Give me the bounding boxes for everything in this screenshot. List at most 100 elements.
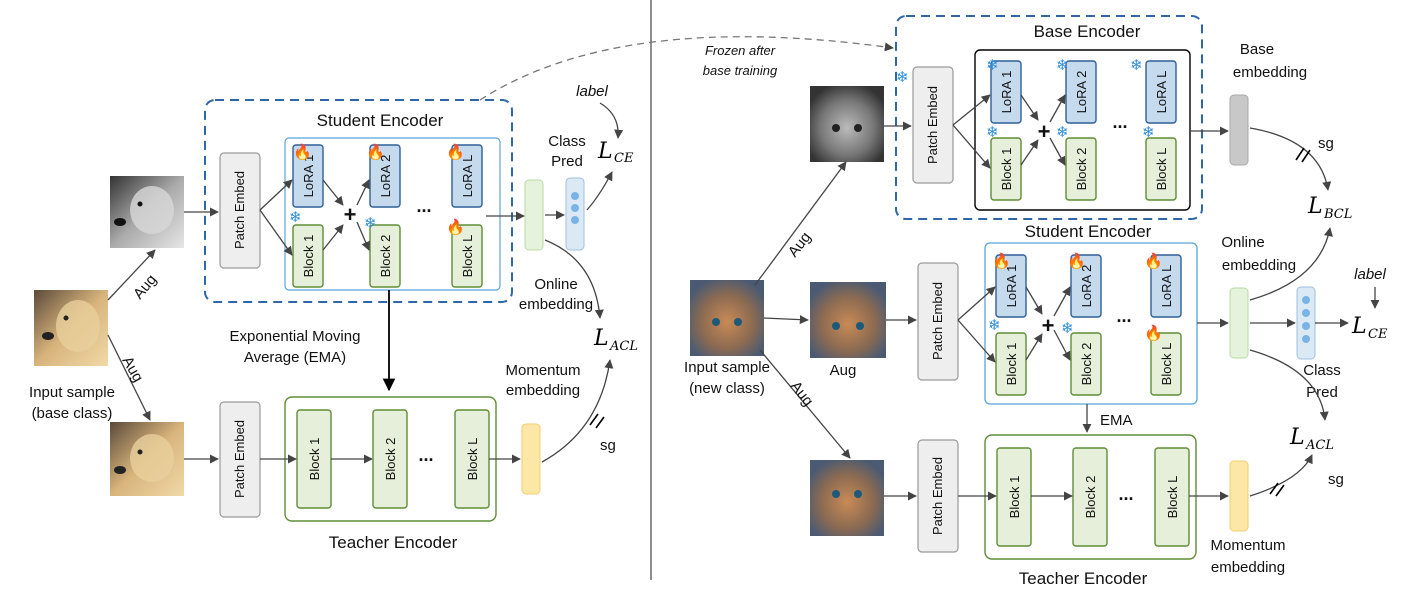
arrow xyxy=(1249,227,1333,301)
right-student-patch-embed xyxy=(917,262,959,381)
arrow xyxy=(322,224,344,251)
arrow xyxy=(952,94,991,126)
left-student-block-l xyxy=(451,224,483,288)
frozen-snowflake-icon: ❄ xyxy=(1056,58,1069,74)
arrow xyxy=(586,171,613,211)
arrow xyxy=(541,359,614,463)
left-student-lora-2 xyxy=(369,144,401,208)
left-student-lora-2-label: LoRA 2 xyxy=(378,155,393,198)
stop-grad-mark xyxy=(1301,149,1311,163)
right-student-block-l-label: Block L xyxy=(1159,343,1174,386)
pred-dot xyxy=(571,192,579,200)
right-student-plus: + xyxy=(1042,313,1055,338)
trainable-flame-icon: 🔥 xyxy=(293,143,312,161)
arrow xyxy=(759,349,851,459)
right-momentum-embedding-label: Momentum xyxy=(1210,537,1285,554)
base-encoder-dashed-box xyxy=(895,15,1203,220)
frozen-snowflake-icon: ❄ xyxy=(988,318,1001,334)
left-teacher-ellipsis: ... xyxy=(418,445,433,465)
left-online-embedding-label: Online xyxy=(534,276,577,293)
base-embedding-label-2: embedding xyxy=(1233,64,1307,81)
stop-grad-mark xyxy=(1295,147,1305,161)
left-student-ellipsis: ... xyxy=(416,196,431,216)
aug-cat-color-image xyxy=(810,282,886,358)
base-patch-embed-label: Patch Embed xyxy=(925,86,940,164)
base-lora-1-label: LoRA 1 xyxy=(999,71,1014,114)
loss-bcl-sub: BCL xyxy=(1323,207,1352,222)
arrow xyxy=(1025,333,1043,361)
base-block-1 xyxy=(990,137,1022,201)
frozen-snowflake-icon: ❄ xyxy=(1130,58,1143,74)
right-loss-ce: L xyxy=(1351,314,1367,339)
arrow xyxy=(763,315,809,325)
base-lora-1 xyxy=(990,60,1022,124)
base-lora-l xyxy=(1145,60,1177,124)
left-teacher-encoder-title: Teacher Encoder xyxy=(329,533,458,552)
left-student-encoder-title: Student Encoder xyxy=(317,111,444,130)
pred-dot xyxy=(571,216,579,224)
left-sg-label: sg xyxy=(600,437,616,454)
frozen-transfer-arrow xyxy=(479,36,894,101)
arrow xyxy=(1049,137,1066,166)
right-teacher-block-2-label: Block 2 xyxy=(1083,476,1098,519)
aug-label-down: Aug xyxy=(119,354,147,386)
right-aug-label-up: Aug xyxy=(785,229,815,261)
frozen-snowflake-icon: ❄ xyxy=(289,210,302,226)
trainable-flame-icon: 🔥 xyxy=(1144,324,1163,342)
arrow xyxy=(322,179,344,206)
base-lora-2 xyxy=(1065,60,1097,124)
left-teacher-block-l-label: Block L xyxy=(465,438,480,481)
base-ellipsis: ... xyxy=(1112,112,1127,132)
arrow xyxy=(259,209,293,256)
right-teacher-patch-embed-label: Patch Embed xyxy=(930,457,945,535)
arrow xyxy=(356,179,370,206)
arrow xyxy=(952,124,991,169)
base-lora-2-label: LoRA 2 xyxy=(1074,71,1089,114)
left-input-sample-label: Input sample xyxy=(29,384,115,401)
trainable-flame-icon: 🔥 xyxy=(446,218,465,236)
left-loss-acl: L xyxy=(593,326,609,351)
base-block-2-label: Block 2 xyxy=(1074,148,1089,191)
base-lora-l-label: LoRA L xyxy=(1154,71,1169,114)
pred-dot xyxy=(1302,335,1310,343)
right-student-block-1-label: Block 1 xyxy=(1004,343,1019,386)
trainable-flame-icon: 🔥 xyxy=(992,252,1011,270)
arrow xyxy=(356,221,370,251)
right-label-text: label xyxy=(1354,266,1386,283)
right-loss-ce-sub: CE xyxy=(1368,327,1388,342)
trainable-flame-icon: 🔥 xyxy=(1067,252,1086,270)
base-encoder-title: Base Encoder xyxy=(1034,22,1141,41)
right-class-pred-label: Class xyxy=(1303,362,1341,379)
base-embedding-bar xyxy=(1229,94,1249,166)
pred-dot xyxy=(1302,309,1310,317)
left-student-block-l-label: Block L xyxy=(460,235,475,278)
left-student-block-1 xyxy=(292,224,324,288)
pred-dot xyxy=(1302,322,1310,330)
arrow xyxy=(1249,349,1329,421)
right-loss-acl-sub: ACL xyxy=(1305,438,1334,453)
right-teacher-block-l xyxy=(1154,447,1190,547)
right-student-block-l xyxy=(1150,332,1182,396)
left-student-plus: + xyxy=(344,202,357,227)
pred-dot xyxy=(571,204,579,212)
right-student-lora-l-label: LoRA L xyxy=(1159,265,1174,308)
left-ema-label: Exponential Moving xyxy=(230,328,361,345)
arrow xyxy=(957,286,996,321)
arrow xyxy=(1049,94,1066,123)
right-online-embedding-bar xyxy=(1229,287,1249,359)
left-student-encoder-box xyxy=(204,99,513,303)
right-student-block-2 xyxy=(1070,332,1102,396)
left-momentum-embedding-label-2: embedding xyxy=(506,382,580,399)
left-online-embedding-label-2: embedding xyxy=(519,296,593,313)
arrow xyxy=(1020,139,1039,166)
frozen-snowflake-icon: ❄ xyxy=(1056,125,1069,141)
base-block-2 xyxy=(1065,137,1097,201)
right-teacher-encoder-box xyxy=(984,434,1197,560)
right-student-block-1 xyxy=(995,332,1027,396)
stop-grad-mark xyxy=(1269,482,1279,495)
left-student-lora-l-label: LoRA L xyxy=(460,155,475,198)
right-student-block-2-label: Block 2 xyxy=(1079,343,1094,386)
arrow xyxy=(1249,454,1313,497)
aug-dog-color-image xyxy=(110,422,184,496)
